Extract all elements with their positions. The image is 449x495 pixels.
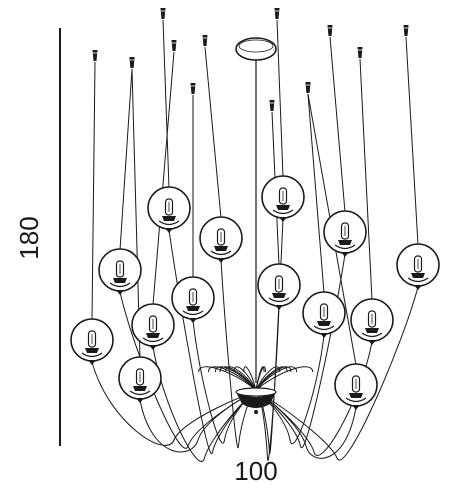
globe-lamp: [396, 243, 440, 290]
wire-anchor-pin: [403, 25, 409, 36]
globe-lamp: [98, 248, 142, 295]
wire-anchor-pin: [357, 47, 363, 58]
globe-lamp: [199, 216, 243, 263]
ceiling-canopy: [235, 37, 277, 383]
globe-lamp: [118, 356, 162, 403]
globe-lamp: [350, 298, 394, 345]
globe-lamp: [334, 363, 378, 410]
globe-lamp: [323, 210, 367, 257]
globe-lamp: [261, 175, 305, 222]
wire-anchor-pin: [190, 83, 196, 94]
wire-anchor-pin: [274, 8, 280, 19]
width-dimension-label: 100: [234, 456, 277, 486]
globe-lamp: [257, 263, 301, 310]
globe-lamp: [302, 291, 346, 338]
globe-lamp: [70, 318, 114, 365]
wire-anchor-pin: [202, 35, 208, 46]
globe-lamp: [147, 186, 191, 233]
globe-lamp: [131, 303, 175, 350]
globe-lamp: [171, 276, 215, 323]
wire-anchor-pin: [327, 25, 333, 36]
wire-anchor-pin: [129, 57, 135, 68]
wire-anchor-pin: [171, 40, 177, 51]
wire-anchor-pin: [92, 50, 98, 61]
wire-anchor-pin: [305, 82, 311, 93]
suspension-wires: [91, 8, 419, 366]
wire-anchor-pin: [160, 8, 166, 19]
wire-anchor-pin: [269, 100, 275, 111]
globe-lamps: [70, 175, 440, 410]
height-dimension-label: 180: [14, 216, 44, 259]
central-hub: [235, 387, 277, 414]
